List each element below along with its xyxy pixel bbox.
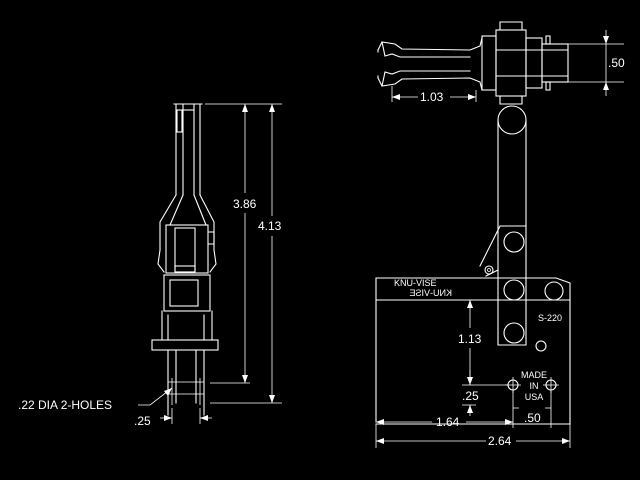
- dim-0-50-top: .50: [608, 56, 625, 70]
- top-view: .50 1.03: [377, 21, 625, 105]
- front-view: KNU-VISE KNU-VISE S-220 MADE IN USA 1.13…: [375, 105, 571, 448]
- dim-0-25-front: .25: [462, 389, 479, 403]
- usa-label: USA: [525, 392, 544, 402]
- dim-0-25-side: .25: [134, 414, 151, 428]
- brand-label-mirrored: KNU-VISE: [409, 288, 452, 298]
- made-label: MADE: [521, 370, 547, 380]
- model-number: S-220: [538, 313, 562, 323]
- brand-label: KNU-VISE: [394, 278, 437, 288]
- dim-2-64: 2.64: [488, 434, 512, 448]
- side-view: 3.86 4.13 .22 DIA 2-HOLES .25: [18, 103, 282, 428]
- in-label: IN: [530, 381, 539, 391]
- dim-0-50-front: .50: [524, 411, 541, 425]
- dim-3-86: 3.86: [233, 197, 257, 211]
- dim-1-03: 1.03: [420, 90, 444, 104]
- dim-hole-label: .22 DIA 2-HOLES: [18, 398, 112, 412]
- dim-1-13: 1.13: [458, 332, 482, 346]
- dim-4-13: 4.13: [258, 219, 282, 233]
- dim-1-64: 1.64: [436, 415, 460, 429]
